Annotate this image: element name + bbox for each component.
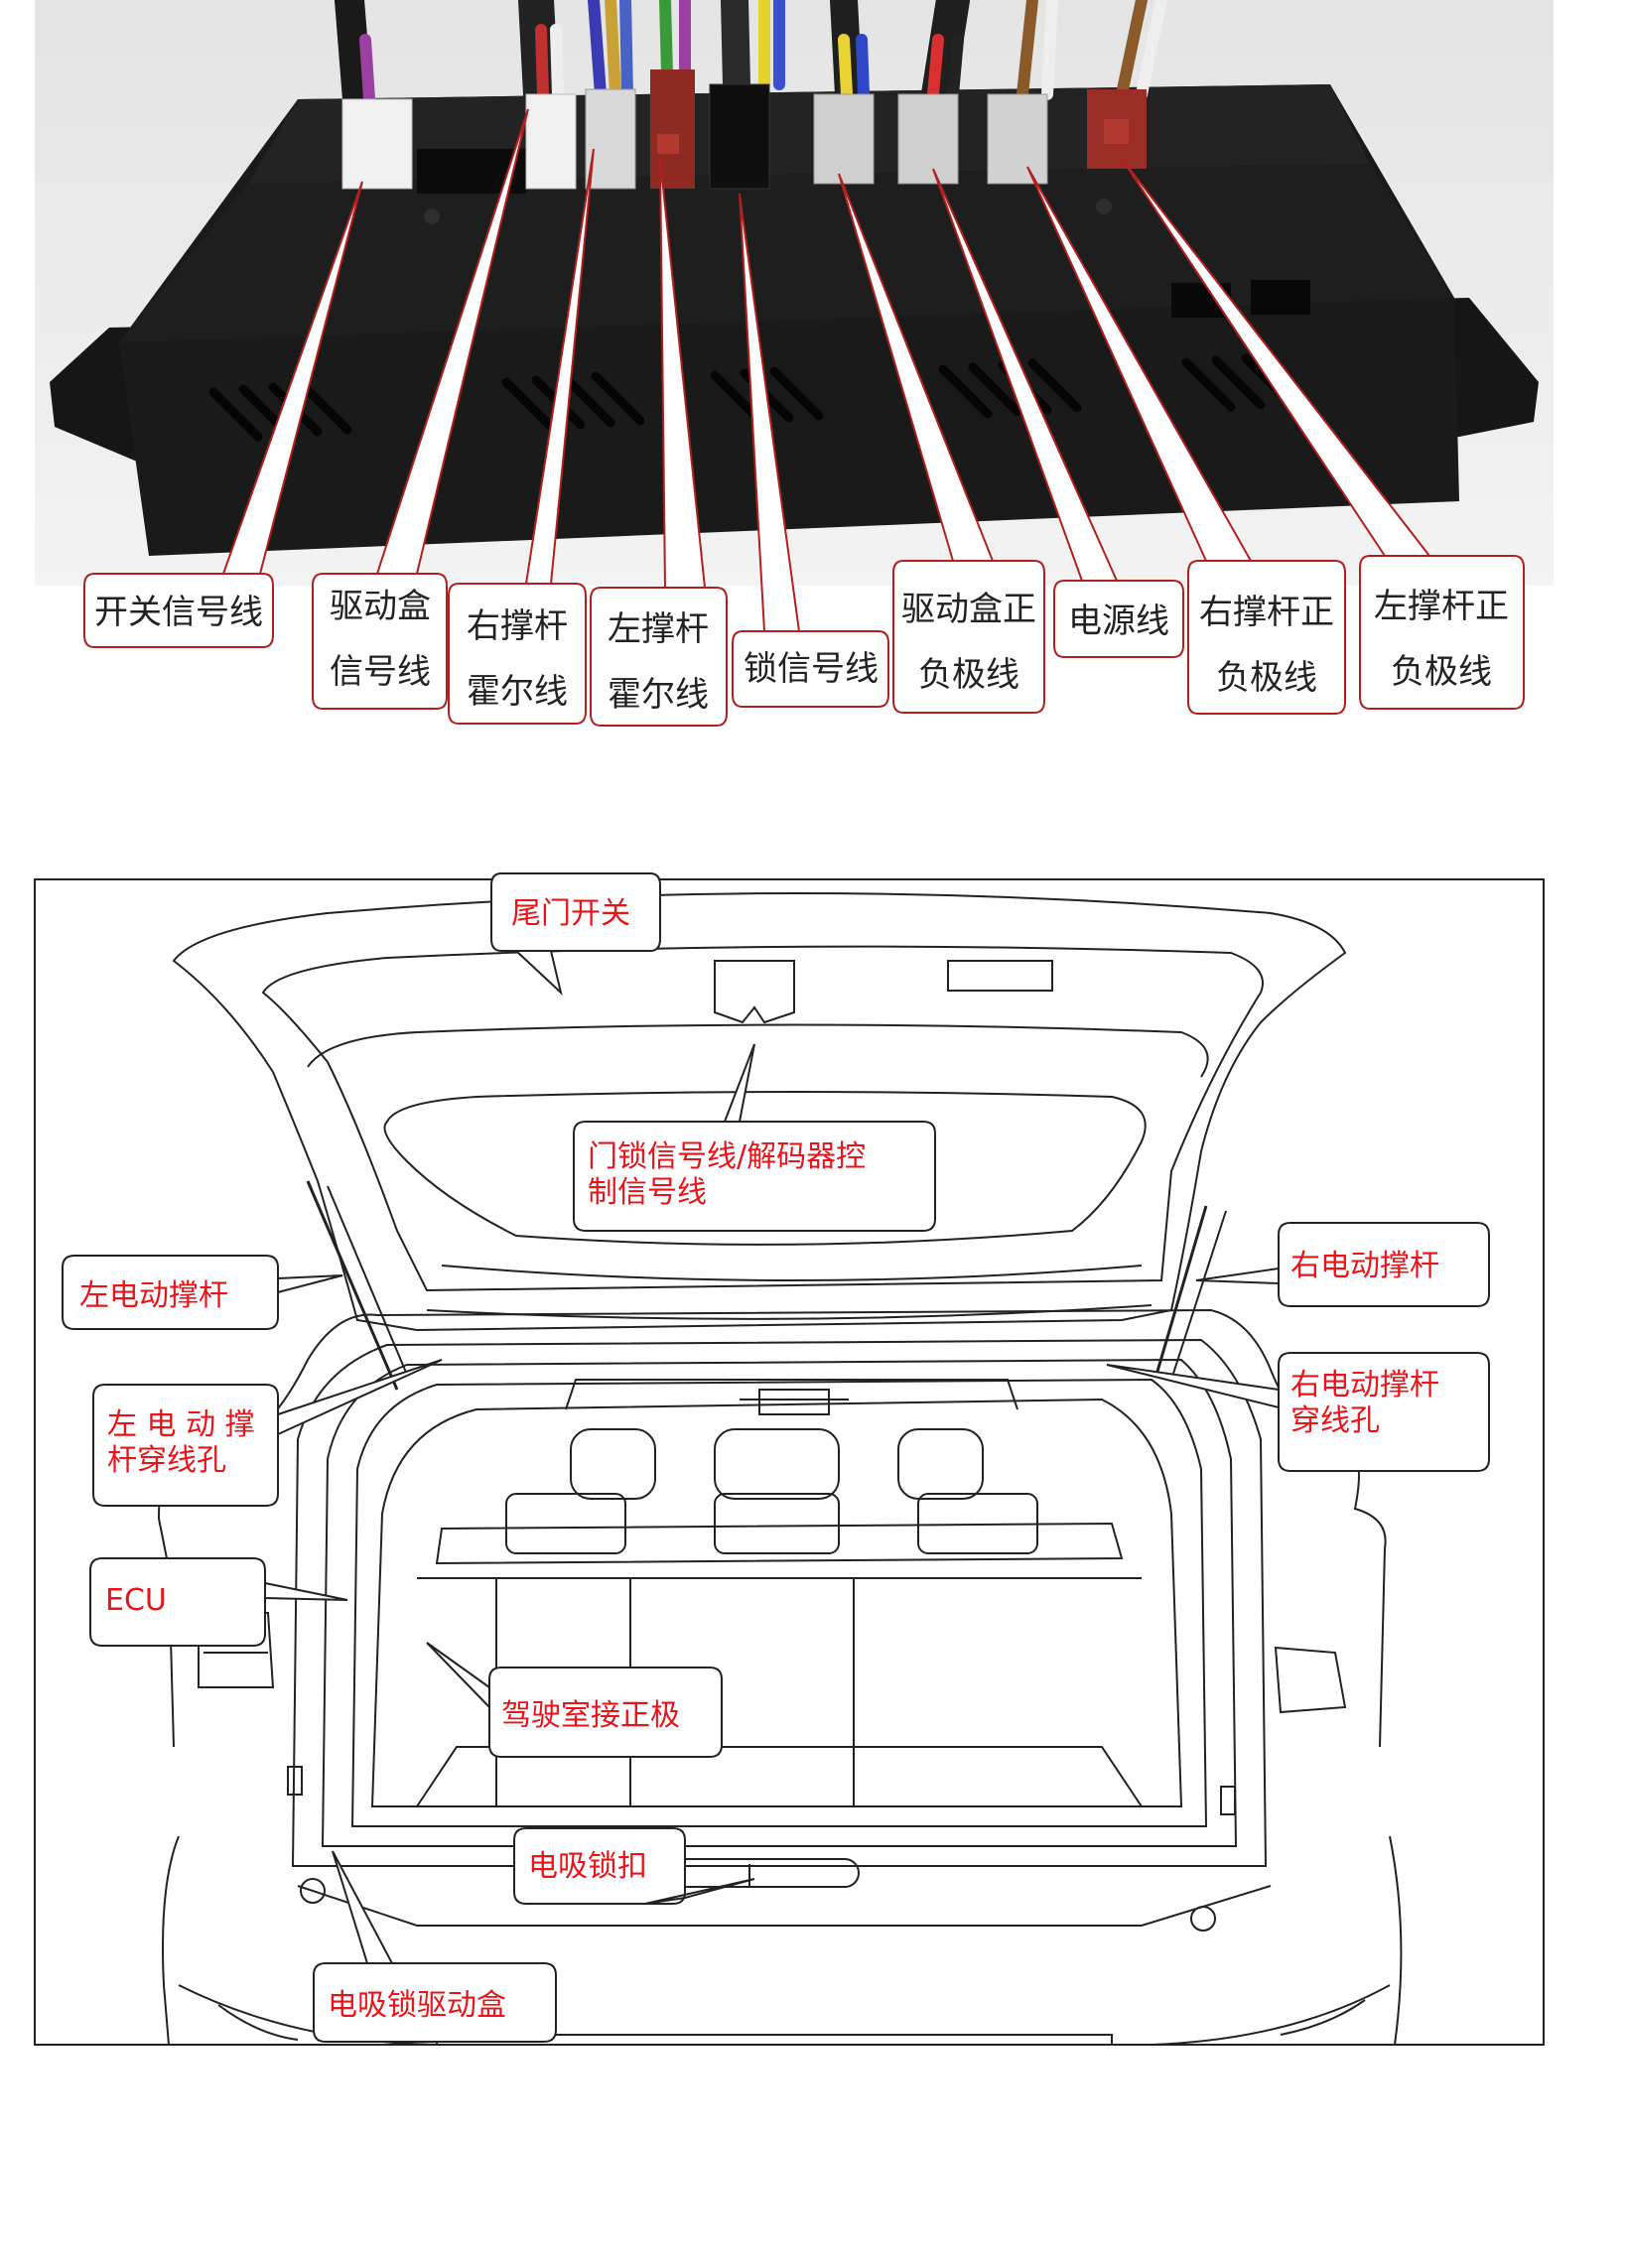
label-right-strut-power-line-0: 右撑杆正 [1199, 593, 1334, 632]
label-switch-signal-line-0: 开关信号线 [94, 593, 263, 632]
label-right-strut-power-line-1: 负极线 [1216, 658, 1317, 698]
callout-right-strut [1195, 1222, 1490, 1307]
callout-cabin-positive [426, 1642, 723, 1758]
callout-ecu [89, 1557, 348, 1647]
label-drive-box-power-line-1: 负极线 [918, 655, 1019, 695]
label-drive-box-power-line-0: 驱动盒正 [901, 590, 1036, 629]
car-drawing [157, 892, 1403, 2046]
label-left-strut-power-line-0: 左撑杆正 [1374, 587, 1509, 626]
label-ecu-line-0: ECU [105, 1583, 167, 1618]
callout-drive-box-power [838, 173, 1045, 714]
label-left-strut-power-line-1: 负极线 [1391, 652, 1492, 692]
label-drive-box-signal-line-1: 信号线 [330, 652, 431, 692]
label-layer: 开关信号线驱动盒信号线右撑杆霍尔线左撑杆霍尔线锁信号线驱动盒正负极线电源线右撑杆… [79, 587, 1509, 2023]
callout-power-line [932, 168, 1184, 658]
label-cabin-positive-line-0: 驾驶室接正极 [501, 1698, 680, 1733]
callout-right-strut-power [1026, 166, 1346, 715]
callout-switch-signal [83, 181, 363, 648]
label-right-strut-line-0: 右电动撑杆 [1290, 1249, 1439, 1283]
label-right-strut-hall-line-0: 右撑杆 [467, 606, 568, 646]
label-right-strut-hall-line-1: 霍尔线 [467, 672, 568, 712]
callout-suction-drive-box [313, 1850, 557, 2043]
label-lock-signal-line-0: 锁信号线 [744, 649, 879, 689]
label-left-strut-hole-line-1: 杆穿线孔 [107, 1443, 226, 1478]
label-drive-box-signal-line-0: 驱动盒 [330, 587, 431, 626]
callout-right-strut-hall [448, 148, 595, 725]
label-left-strut-hole-line-0: 左 电 动 撑 [107, 1407, 255, 1442]
callout-right-strut-hole [1106, 1352, 1490, 1472]
label-suction-latch-line-0: 电吸锁扣 [528, 1849, 647, 1884]
callout-left-strut-hole [92, 1359, 443, 1507]
callout-tailgate-switch [490, 872, 661, 996]
label-right-strut-hole-line-1: 穿线孔 [1290, 1403, 1380, 1438]
label-right-strut-hole-line-0: 右电动撑杆 [1290, 1368, 1439, 1402]
label-lock-signal-decoder-line-1: 制信号线 [588, 1175, 707, 1210]
callout-lock-signal [732, 193, 889, 708]
connector-callouts [83, 108, 1525, 727]
label-left-strut-hall-line-1: 霍尔线 [608, 675, 709, 715]
callout-left-strut [62, 1255, 343, 1330]
callout-left-strut-power [1121, 158, 1525, 710]
label-tailgate-switch-line-0: 尾门开关 [511, 896, 630, 931]
label-lock-signal-decoder-line-0: 门锁信号线/解码器控 [588, 1139, 866, 1174]
label-left-strut-hall-line-0: 左撑杆 [608, 609, 709, 649]
car-callouts [62, 872, 1490, 2043]
label-left-strut-line-0: 左电动撑杆 [79, 1278, 228, 1313]
callout-drive-box-signal [312, 108, 529, 710]
callout-suction-latch [513, 1827, 755, 1905]
label-suction-drive-box-line-0: 电吸锁驱动盒 [328, 1988, 506, 2023]
callout-lock-signal-decoder [573, 1043, 936, 1232]
callout-left-strut-hall [590, 158, 728, 727]
label-power-line-line-0: 电源线 [1068, 601, 1169, 641]
